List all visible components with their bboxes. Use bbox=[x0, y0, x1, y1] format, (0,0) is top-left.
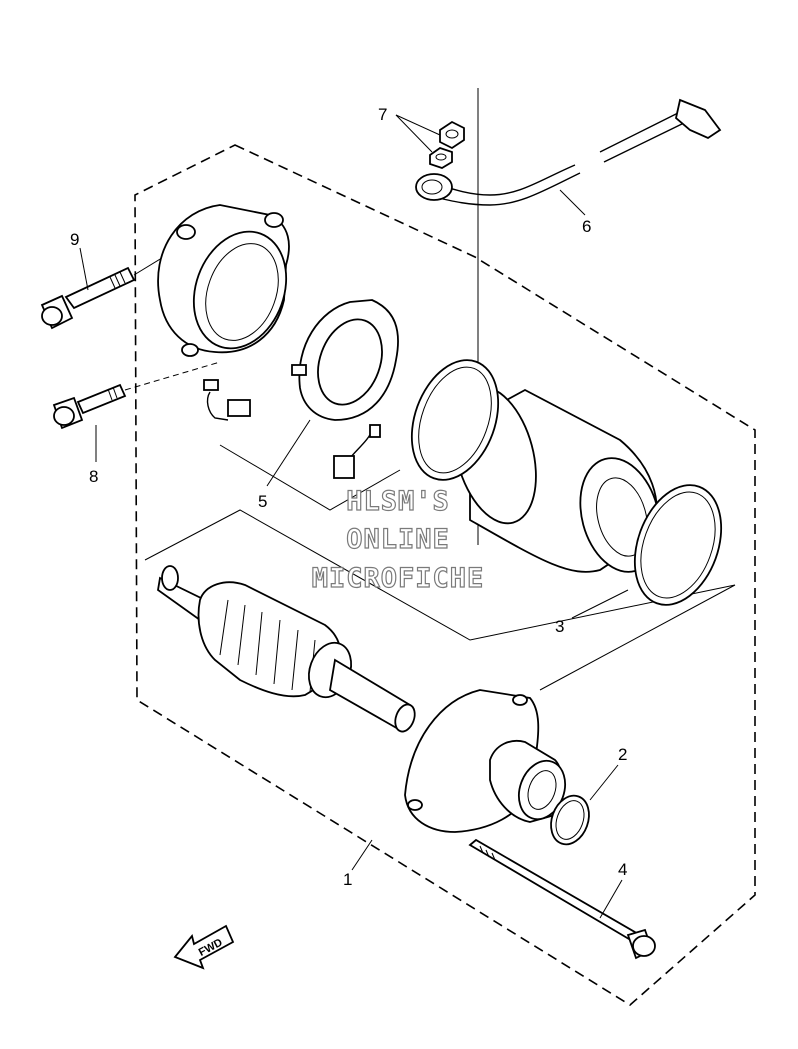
callout-1: 1 bbox=[343, 870, 352, 889]
assembly-dashed-outline bbox=[134, 144, 756, 1006]
leader-6 bbox=[559, 189, 586, 216]
o-ring-right-inner bbox=[640, 491, 716, 599]
leader-9 bbox=[79, 247, 89, 291]
callout-6: 6 bbox=[582, 217, 591, 236]
fwd-arrow-icon: FWD bbox=[173, 924, 235, 970]
leader-8b bbox=[124, 361, 221, 391]
callout-4: 4 bbox=[618, 860, 627, 879]
o-ring-small bbox=[550, 794, 590, 846]
o-ring-right bbox=[633, 484, 723, 606]
o-ring-small-inner bbox=[555, 800, 585, 840]
armature bbox=[157, 565, 416, 733]
callout-3: 3 bbox=[555, 617, 564, 636]
through-bolt bbox=[468, 838, 656, 960]
brush-set bbox=[203, 379, 381, 479]
armature-frame bbox=[144, 509, 736, 691]
rear-cover bbox=[157, 204, 290, 357]
leader-7a bbox=[395, 114, 441, 136]
lead-wire bbox=[415, 98, 722, 206]
nut-set bbox=[429, 120, 465, 169]
o-ring-large-inner bbox=[418, 366, 492, 474]
callout-8: 8 bbox=[89, 467, 98, 486]
front-cover bbox=[404, 689, 566, 833]
leader-3 bbox=[571, 589, 629, 619]
callout-9: 9 bbox=[70, 230, 79, 249]
callout-5: 5 bbox=[258, 492, 267, 511]
watermark-line-2: ONLINE bbox=[346, 524, 450, 555]
leader-2 bbox=[589, 764, 619, 801]
leader-4 bbox=[599, 879, 623, 919]
brush-plate bbox=[291, 299, 399, 421]
bolt-upper bbox=[40, 266, 136, 330]
leader-7b bbox=[395, 114, 433, 153]
watermark-line-3: MICROFICHE bbox=[312, 563, 485, 594]
leader-5 bbox=[219, 444, 401, 511]
callout-2: 2 bbox=[618, 745, 627, 764]
bolt-lower bbox=[52, 383, 127, 430]
leader-5b bbox=[266, 419, 311, 487]
watermark-line-1: HLSM'S bbox=[346, 486, 450, 517]
callout-7: 7 bbox=[378, 105, 387, 124]
leader-1 bbox=[351, 839, 373, 871]
